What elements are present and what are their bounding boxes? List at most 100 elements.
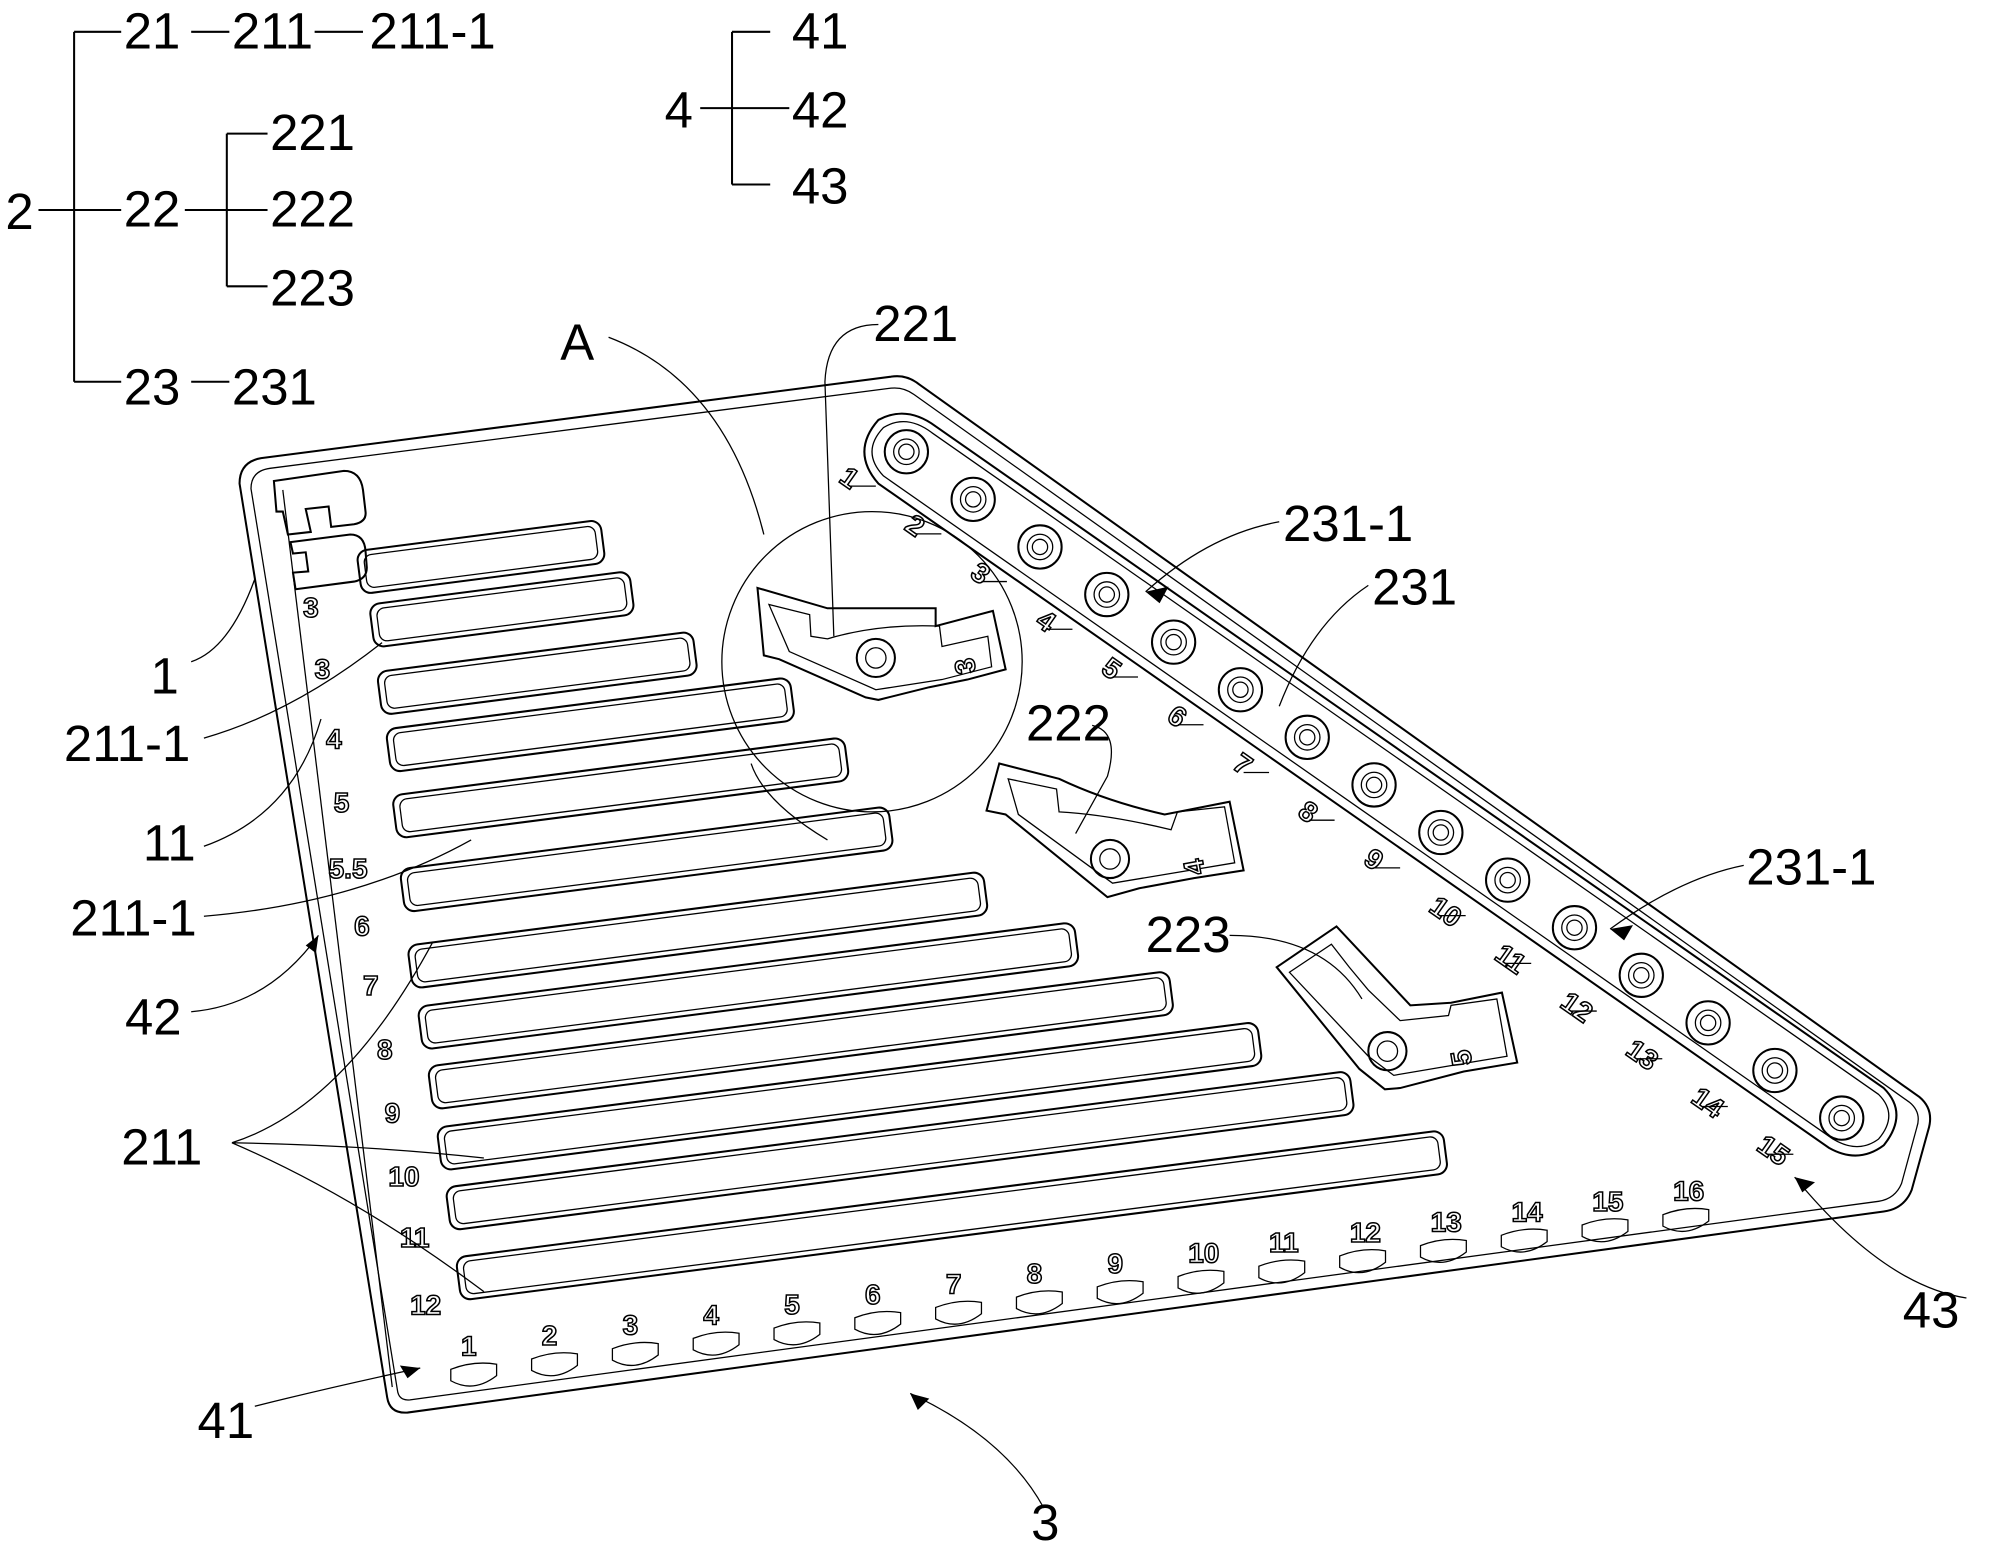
hole xyxy=(1485,857,1531,903)
callout-222: 222 xyxy=(1026,695,1111,752)
scale-notch xyxy=(1258,1259,1306,1284)
scale-notch xyxy=(1096,1279,1144,1305)
slot xyxy=(385,677,795,773)
callout-211-1-lower: 211-1 xyxy=(70,889,196,946)
scale-notch xyxy=(1500,1228,1548,1253)
piece-223: 5 xyxy=(1275,925,1519,1091)
bottom-scale-label: 9 xyxy=(1107,1248,1123,1279)
label-211-1: 211-1 xyxy=(369,2,495,59)
callout-1: 1 xyxy=(150,648,178,705)
scale-notch xyxy=(692,1331,740,1356)
scale-notch xyxy=(530,1352,579,1377)
hypotenuse-scale-label: 6 xyxy=(1162,699,1193,733)
hole xyxy=(1685,1000,1731,1046)
bottom-scale-label: 13 xyxy=(1431,1207,1462,1238)
detail-circle-A xyxy=(721,510,1023,813)
slot xyxy=(417,922,1080,1050)
hole xyxy=(1618,952,1664,998)
hypotenuse-scale-label: 8 xyxy=(1293,795,1324,829)
slot-label: 10 xyxy=(388,1161,419,1192)
reference-tree: 2 21 211 211-1 22 221 222 223 23 231 4 4… xyxy=(5,2,848,415)
slot xyxy=(376,631,698,715)
piece-222-number: 4 xyxy=(1178,856,1211,877)
label-221: 221 xyxy=(270,104,355,161)
slot xyxy=(356,519,606,594)
label-22: 22 xyxy=(124,181,181,238)
slot xyxy=(369,571,635,648)
bottom-scale-label: 14 xyxy=(1511,1196,1543,1227)
slot-label: 5.5 xyxy=(329,853,368,884)
piece-221: 3 xyxy=(756,586,1007,701)
callout-11: 11 xyxy=(143,814,196,871)
hole xyxy=(1418,809,1464,856)
slot xyxy=(407,871,989,989)
label-42: 42 xyxy=(792,81,849,138)
hypotenuse-scale-label: 7 xyxy=(1227,747,1258,781)
bottom-scale-label: 15 xyxy=(1592,1186,1623,1217)
scale-notch xyxy=(773,1321,821,1346)
hypotenuse-scale-label: 1 xyxy=(834,461,865,495)
slot xyxy=(436,1022,1263,1171)
scale-notch xyxy=(935,1300,983,1325)
slot-label: 6 xyxy=(354,910,370,941)
bottom-scale-label: 16 xyxy=(1673,1176,1704,1207)
label-23: 23 xyxy=(124,359,181,416)
callout-221: 221 xyxy=(873,295,958,352)
label-222: 222 xyxy=(270,181,355,238)
slot-label: 5 xyxy=(334,787,350,818)
label-43: 43 xyxy=(792,158,849,215)
scale-notch xyxy=(450,1362,498,1387)
callout-231: 231 xyxy=(1372,558,1457,615)
bottom-scale-label: 8 xyxy=(1027,1258,1043,1289)
bottom-scale-label: 2 xyxy=(542,1320,558,1351)
callout-211-1-upper: 211-1 xyxy=(64,715,190,772)
hypotenuse-scale-label: 9 xyxy=(1359,842,1390,876)
piece-222: 4 xyxy=(985,762,1245,899)
slot-label: 3 xyxy=(303,592,319,623)
hypotenuse-scale-label: 2 xyxy=(900,508,931,542)
label-223: 223 xyxy=(270,259,355,316)
label-211: 211 xyxy=(232,2,313,59)
hole xyxy=(1084,571,1130,618)
hypotenuse-scale-label: 11 xyxy=(1490,938,1532,980)
logo-icon xyxy=(272,469,368,591)
slot xyxy=(399,806,894,913)
hypotenuse-scale-label: 10 xyxy=(1424,890,1467,933)
slot-label: 9 xyxy=(385,1097,401,1128)
hole xyxy=(1551,905,1598,951)
callout-231-1-bottom: 231-1 xyxy=(1746,838,1876,895)
label-231: 231 xyxy=(232,359,317,416)
slot xyxy=(445,1071,1355,1231)
hole xyxy=(1017,524,1063,570)
slot-label: 8 xyxy=(377,1034,393,1065)
label-2: 2 xyxy=(5,183,33,240)
hole xyxy=(1819,1095,1865,1141)
hypotenuse-scale-label: 4 xyxy=(1031,604,1062,639)
callout-211: 211 xyxy=(121,1118,202,1175)
hypotenuse-bar-231 xyxy=(863,412,1898,1157)
callout-42: 42 xyxy=(125,989,182,1046)
hole xyxy=(1752,1047,1798,1094)
scale-notch xyxy=(1581,1218,1629,1243)
piece-223-number: 5 xyxy=(1445,1048,1478,1069)
slot-label: 12 xyxy=(410,1290,441,1321)
hypotenuse-scale-label: 13 xyxy=(1621,1033,1664,1076)
bottom-scale-label: 1 xyxy=(461,1330,477,1361)
hole xyxy=(883,429,930,475)
bottom-scale-label: 10 xyxy=(1188,1238,1219,1269)
scale-notch xyxy=(1015,1290,1063,1315)
hole xyxy=(1284,714,1330,760)
hypotenuse-scale-label: 3 xyxy=(965,556,996,590)
piece-221-number: 3 xyxy=(949,656,982,677)
slot xyxy=(392,737,850,839)
scale-notch xyxy=(611,1341,659,1367)
leader-lines xyxy=(190,323,1967,1509)
label-41: 41 xyxy=(792,2,849,59)
hole xyxy=(1351,762,1397,808)
hole xyxy=(950,476,996,523)
